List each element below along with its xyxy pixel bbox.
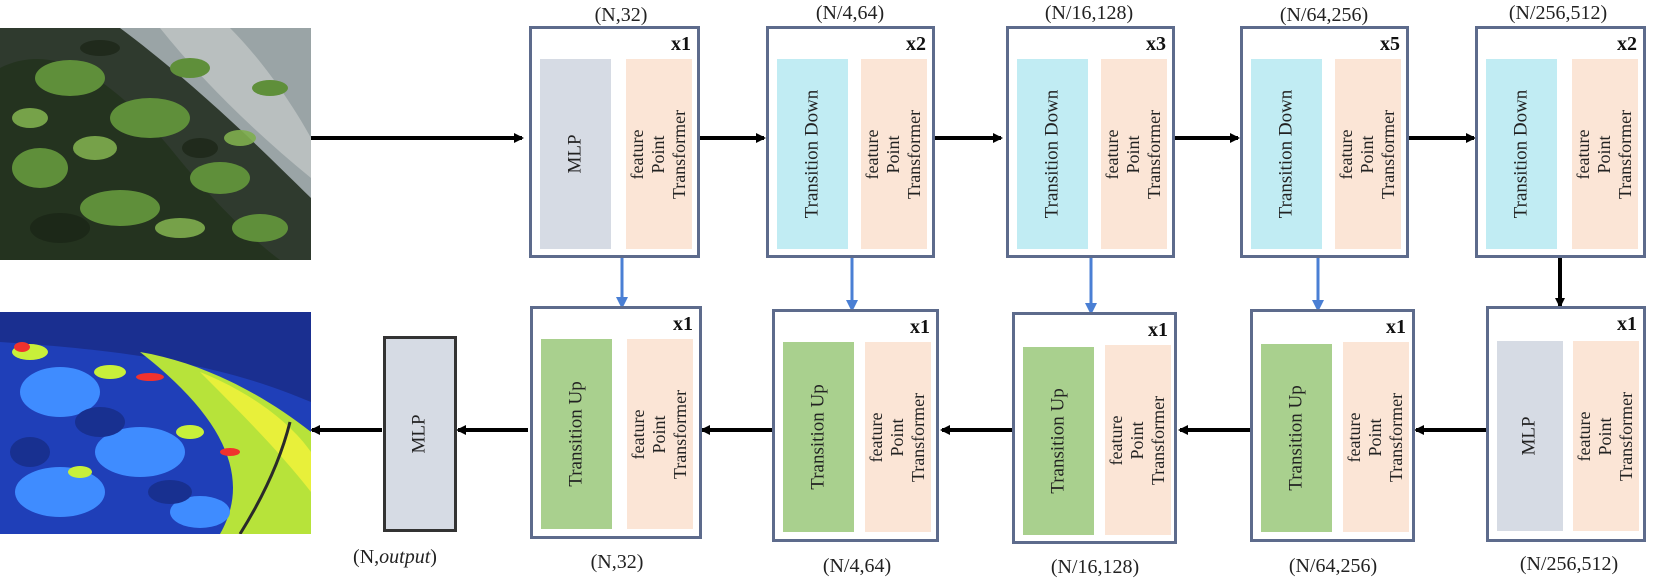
decoder-block-3: x1 Transition Up Multi-feature Point Tra… xyxy=(1012,312,1177,544)
stage-label: Transition Up xyxy=(1285,385,1307,491)
transformer-module: Multi-feature Point Transformer Module xyxy=(1573,341,1639,531)
transformer-module: Multi-feature Point Transformer Module xyxy=(861,59,927,249)
module-label: Multi-feature Point Transformer Module xyxy=(1572,109,1638,199)
stage-label: MLP xyxy=(1518,416,1540,456)
mlp-stage: MLP xyxy=(540,59,611,249)
transition-up-stage: Transition Up xyxy=(1261,344,1332,532)
module-label: Multi-feature Point Transformer Module xyxy=(1573,391,1639,481)
decoder-dims-2: (N/4,64) xyxy=(822,555,892,577)
transition-down-stage: Transition Down xyxy=(1486,59,1557,249)
transformer-module: Multi-feature Point Transformer Module xyxy=(1572,59,1638,249)
output-dims-prefix: (N, xyxy=(353,546,380,568)
transition-down-stage: Transition Down xyxy=(777,59,848,249)
transition-up-stage: Transition Up xyxy=(541,339,612,529)
module-label: Multi-feature Point Transformer Module xyxy=(865,392,931,482)
stage-label: Transition Down xyxy=(1041,89,1063,219)
stage-label: Transition Up xyxy=(1047,388,1069,494)
output-dims: (N,output) xyxy=(335,546,455,569)
encoder-dims-2: (N/4,64) xyxy=(815,2,885,24)
encoder-block-4: x5 Transition Down Multi-feature Point T… xyxy=(1240,26,1409,258)
decoder-block-5: x1 MLP Multi-feature Point Transformer M… xyxy=(1486,306,1646,542)
stage-label: Transition Up xyxy=(807,384,829,490)
transition-up-stage: Transition Up xyxy=(1023,347,1094,535)
encoder-block-1: x1 MLP Multi-feature Point Transformer M… xyxy=(529,26,700,258)
repeat-count: x5 xyxy=(1380,33,1400,55)
input-point-cloud-image xyxy=(0,28,311,260)
encoder-block-3: x3 Transition Down Multi-feature Point T… xyxy=(1006,26,1175,258)
stage-label: Transition Down xyxy=(1275,89,1297,219)
decoder-block-2: x1 Transition Up Multi-feature Point Tra… xyxy=(772,309,939,542)
repeat-count: x1 xyxy=(1386,316,1406,338)
transition-up-stage: Transition Up xyxy=(783,342,854,532)
repeat-count: x1 xyxy=(673,313,693,335)
module-label: Multi-feature Point Transformer Module xyxy=(1343,392,1409,482)
encoder-dims-4: (N/64,256) xyxy=(1279,4,1369,26)
output-mlp-block: MLP xyxy=(383,336,457,532)
transformer-module: Multi-feature Point Transformer Module xyxy=(1335,59,1401,249)
output-segmentation-image xyxy=(0,312,311,534)
decoder-dims-4: (N/64,256) xyxy=(1288,555,1378,577)
transformer-module: Multi-feature Point Transformer Module xyxy=(865,342,931,532)
transition-down-stage: Transition Down xyxy=(1017,59,1088,249)
stage-label: Transition Up xyxy=(565,381,587,487)
output-dims-suffix: ) xyxy=(430,546,437,568)
encoder-dims-5: (N/256,512) xyxy=(1508,2,1608,24)
stage-label: Transition Down xyxy=(801,89,823,219)
repeat-count: x1 xyxy=(1148,319,1168,341)
decoder-block-4: x1 Transition Up Multi-feature Point Tra… xyxy=(1250,309,1415,542)
module-label: Multi-feature Point Transformer Module xyxy=(1335,109,1401,199)
decoder-dims-1: (N,32) xyxy=(590,551,644,573)
transition-down-stage: Transition Down xyxy=(1251,59,1322,249)
repeat-count: x1 xyxy=(671,33,691,55)
decoder-block-1: x1 Transition Up Multi-feature Point Tra… xyxy=(530,306,702,539)
stage-label: Transition Down xyxy=(1510,89,1532,219)
repeat-count: x2 xyxy=(1617,33,1637,55)
decoder-dims-3: (N/16,128) xyxy=(1050,556,1140,578)
mlp-stage: MLP xyxy=(1497,341,1563,531)
transformer-module: Multi-feature Point Transformer Module xyxy=(627,339,693,529)
encoder-dims-3: (N/16,128) xyxy=(1044,2,1134,24)
output-mlp-label: MLP xyxy=(408,414,430,454)
transformer-module: Multi-feature Point Transformer Module xyxy=(626,59,692,249)
repeat-count: x2 xyxy=(906,33,926,55)
transformer-module: Multi-feature Point Transformer Module xyxy=(1343,342,1409,532)
repeat-count: x1 xyxy=(1617,313,1637,335)
module-label: Multi-feature Point Transformer Module xyxy=(1105,395,1171,485)
encoder-block-5: x2 Transition Down Multi-feature Point T… xyxy=(1475,26,1646,258)
module-label: Multi-feature Point Transformer Module xyxy=(861,109,927,199)
module-label: Multi-feature Point Transformer Module xyxy=(627,389,693,479)
stage-label: MLP xyxy=(564,134,586,174)
encoder-dims-1: (N,32) xyxy=(594,4,648,26)
repeat-count: x1 xyxy=(910,316,930,338)
decoder-dims-5: (N/256,512) xyxy=(1519,553,1619,575)
module-label: Multi-feature Point Transformer Module xyxy=(626,109,692,199)
module-label: Multi-feature Point Transformer Module xyxy=(1101,109,1167,199)
repeat-count: x3 xyxy=(1146,33,1166,55)
transformer-module: Multi-feature Point Transformer Module xyxy=(1105,345,1171,535)
encoder-block-2: x2 Transition Down Multi-feature Point T… xyxy=(766,26,935,258)
output-dims-italic: output xyxy=(379,546,431,568)
transformer-module: Multi-feature Point Transformer Module xyxy=(1101,59,1167,249)
